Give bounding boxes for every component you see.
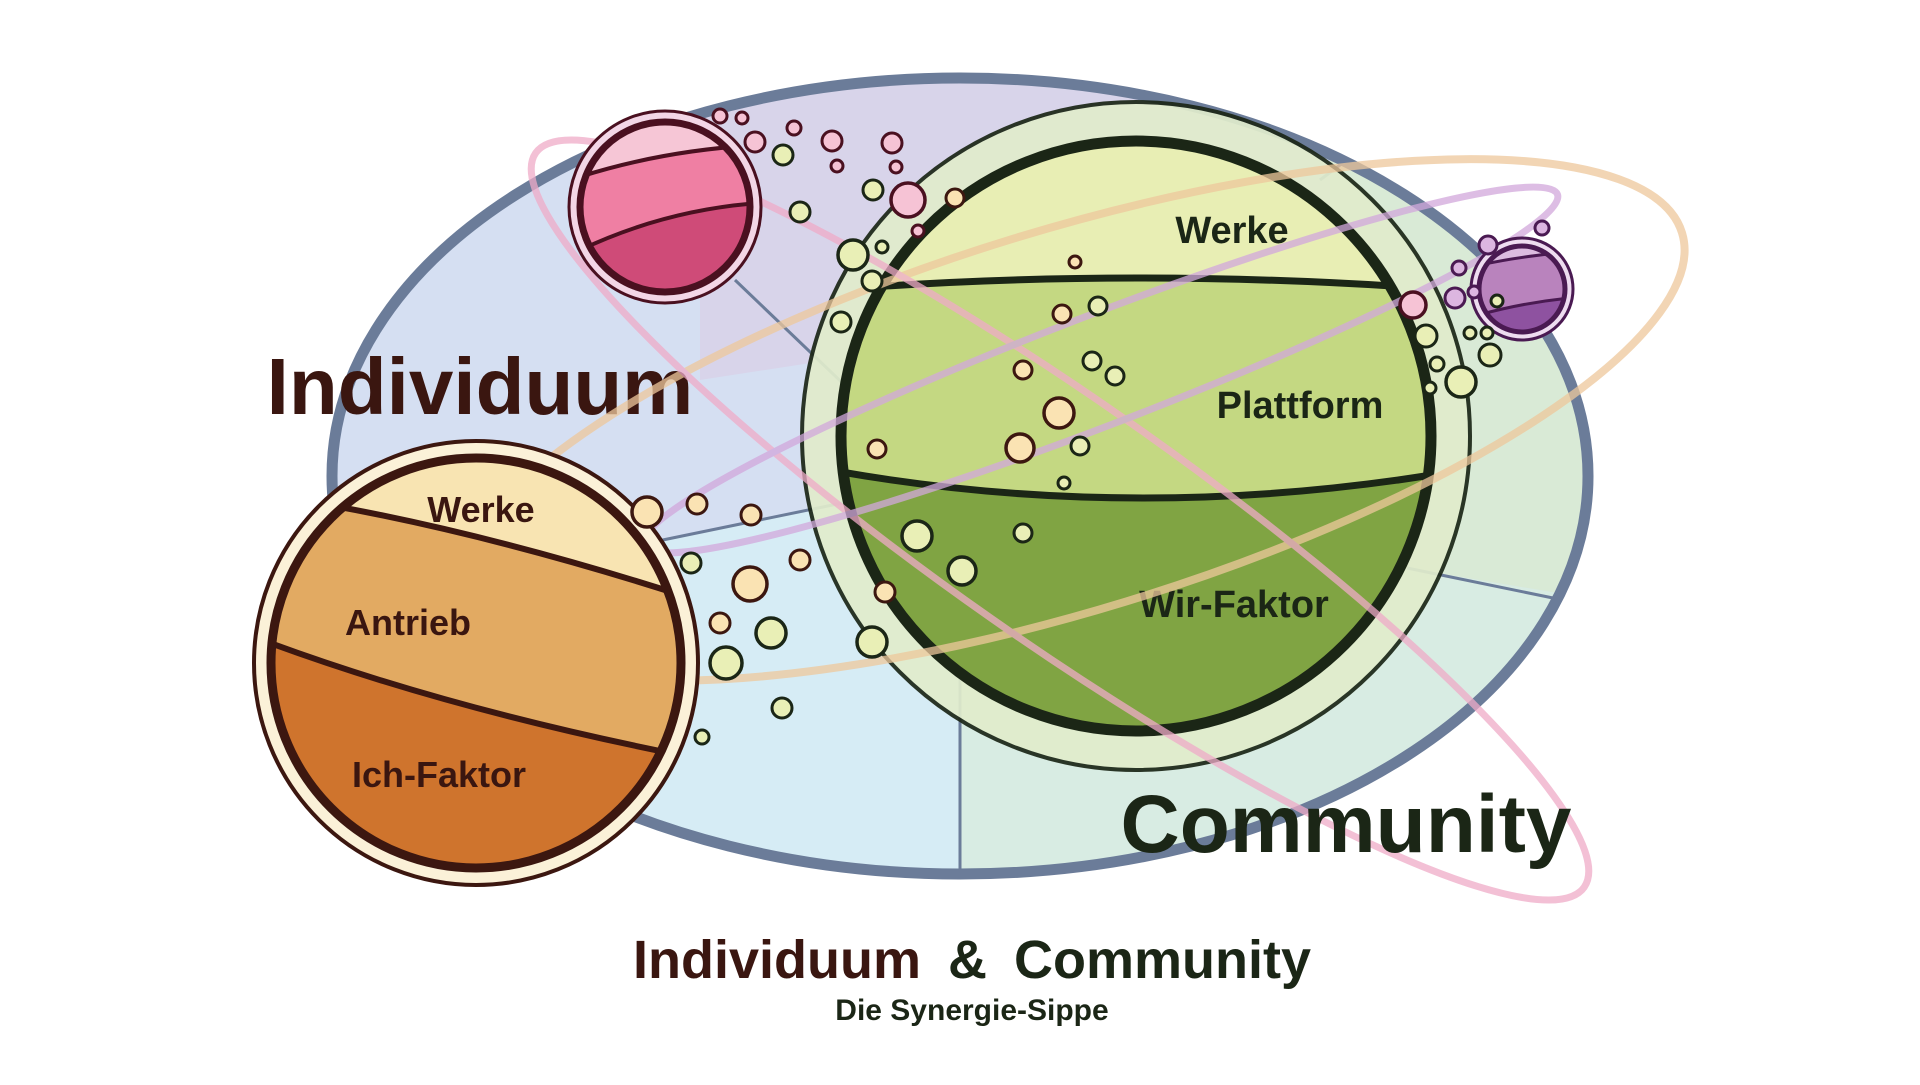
bubble xyxy=(1422,380,1438,396)
bubble xyxy=(1489,293,1505,309)
bubble xyxy=(1051,303,1073,325)
bubble xyxy=(711,107,729,125)
bubble xyxy=(685,492,709,516)
bubble xyxy=(1004,432,1036,464)
bubble xyxy=(1462,325,1478,341)
individual-layer-label-ich-faktor: Ich-Faktor xyxy=(352,754,526,795)
bubble xyxy=(1012,522,1034,544)
bubble xyxy=(693,728,711,746)
bubble xyxy=(1533,219,1551,237)
individual-band-line-1 xyxy=(299,497,681,601)
bubble xyxy=(1479,325,1495,341)
bubble xyxy=(861,178,885,202)
individual-layer-ich-faktor xyxy=(271,640,681,868)
bubble xyxy=(788,548,812,572)
community-layer-label-werke: Werke xyxy=(1175,210,1288,252)
pink-planet-outline xyxy=(576,118,754,296)
bubble xyxy=(739,503,763,527)
bubble xyxy=(829,310,853,334)
bubble xyxy=(1466,284,1482,300)
bubble xyxy=(630,495,664,529)
bubble xyxy=(679,551,703,575)
bubble xyxy=(708,611,732,635)
bubble xyxy=(754,616,788,650)
bubble xyxy=(1069,435,1091,457)
bubble xyxy=(1012,359,1034,381)
pink-planet xyxy=(567,109,763,305)
bubble xyxy=(946,555,978,587)
bubble xyxy=(1477,234,1499,256)
bubble xyxy=(889,181,927,219)
region-label-individuum: Individuum xyxy=(267,342,694,431)
bubble xyxy=(1444,365,1478,399)
community-band-line-2 xyxy=(841,466,1431,502)
community-layer-label-plattform: Plattform xyxy=(1217,385,1384,427)
bubble xyxy=(734,110,750,126)
bubble xyxy=(1081,350,1103,372)
title-individuum: Individuum xyxy=(633,930,921,990)
bubble xyxy=(944,187,966,209)
bubble xyxy=(1042,396,1076,430)
bubble xyxy=(788,200,812,224)
bubble xyxy=(708,645,744,681)
purple-planet xyxy=(1469,236,1575,342)
bubble xyxy=(1056,475,1072,491)
bubble xyxy=(873,580,897,604)
bubble xyxy=(860,269,884,293)
bubble xyxy=(743,130,767,154)
bubble xyxy=(770,696,794,720)
bubble xyxy=(829,158,845,174)
orbit-pink xyxy=(527,136,1593,904)
diagram-title: Individuum & Community xyxy=(633,930,1311,990)
bubble xyxy=(1428,355,1446,373)
bubble xyxy=(1398,290,1428,320)
bubble xyxy=(1443,286,1467,310)
bubble xyxy=(1413,323,1439,349)
individual-layer-label-werke: Werke xyxy=(427,489,534,530)
bubble xyxy=(1477,342,1503,368)
bubble xyxy=(731,565,769,603)
bubbles xyxy=(630,107,1551,746)
bubble xyxy=(855,625,889,659)
region-label-community: Community xyxy=(1121,779,1572,870)
bubble xyxy=(785,119,803,137)
bubble xyxy=(910,223,926,239)
individual-layer-label-antrieb: Antrieb xyxy=(345,602,471,643)
bubble xyxy=(900,519,934,553)
bubble xyxy=(866,438,888,460)
bubble xyxy=(874,239,890,255)
bubble xyxy=(836,238,870,272)
individual-band-line-2 xyxy=(271,637,681,760)
diagram-subtitle: Die Synergie-Sippe xyxy=(835,994,1108,1027)
individual-planet-outline xyxy=(266,453,686,873)
bubble xyxy=(1067,254,1083,270)
bubble xyxy=(771,143,795,167)
bubble xyxy=(1104,365,1126,387)
bubble xyxy=(1087,295,1109,317)
bubble xyxy=(1450,259,1468,277)
individual-planet: Werke Antrieb Ich-Faktor xyxy=(252,439,700,887)
community-planet-outline xyxy=(835,135,1437,737)
title-community: Community xyxy=(1014,930,1311,990)
title-ampersand: & xyxy=(948,930,987,990)
bubble xyxy=(820,129,844,153)
bubble xyxy=(888,159,904,175)
ellipse-outline xyxy=(326,72,1594,880)
bubble xyxy=(880,131,904,155)
